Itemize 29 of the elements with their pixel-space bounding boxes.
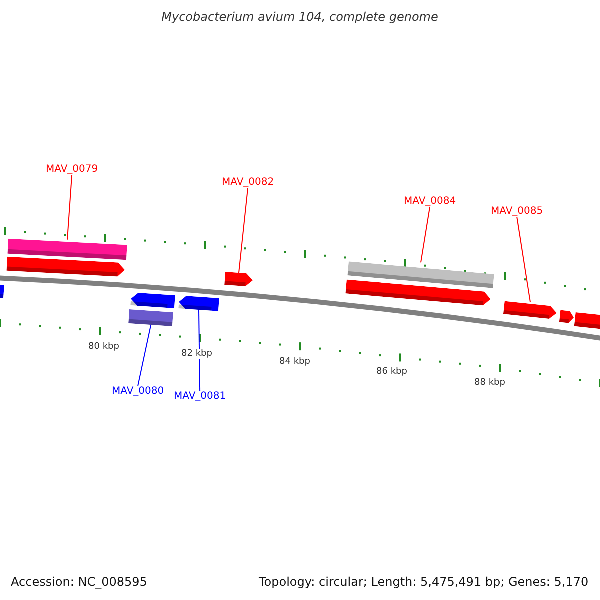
gene-segment: [178, 296, 220, 312]
scale-label: 82 kbp: [180, 349, 214, 359]
gene-segment: [224, 272, 254, 287]
gene-bar: [8, 238, 128, 260]
leader-line: [67, 174, 73, 240]
scale-label: 80 kbp: [88, 342, 120, 352]
gene-label: MAV_0081: [174, 391, 226, 402]
gene-segment: [346, 280, 492, 306]
leader-line: [238, 188, 249, 274]
footer-text: Topology: circular; Length: 5,475,491 bp; Genes: 5,170: [258, 575, 590, 589]
gene-segment: [6, 256, 126, 278]
scale-label: 88 kbp: [474, 378, 506, 388]
gene-label: MAV_0085: [491, 206, 544, 217]
gene-bar: [348, 262, 494, 288]
gene-segment: [130, 292, 176, 309]
leader-line: [138, 325, 152, 386]
gene-label: MAV_0079: [46, 164, 98, 175]
gene-label: MAV_0082: [222, 177, 274, 188]
leader-line: [516, 216, 531, 303]
leader-line: [420, 206, 431, 264]
gene-segment: [559, 310, 575, 324]
footer-text: Accession: NC_008595: [10, 575, 148, 589]
gene-label: MAV_0080: [112, 386, 164, 397]
leader-line: [198, 310, 201, 392]
gene-bar: [128, 309, 174, 327]
map-title: Mycobacterium avium 104, complete genome: [160, 10, 440, 24]
gene-label: MAV_0084: [404, 196, 456, 207]
scale-label: 84 kbp: [278, 357, 312, 367]
scale-label: 86 kbp: [376, 367, 408, 377]
